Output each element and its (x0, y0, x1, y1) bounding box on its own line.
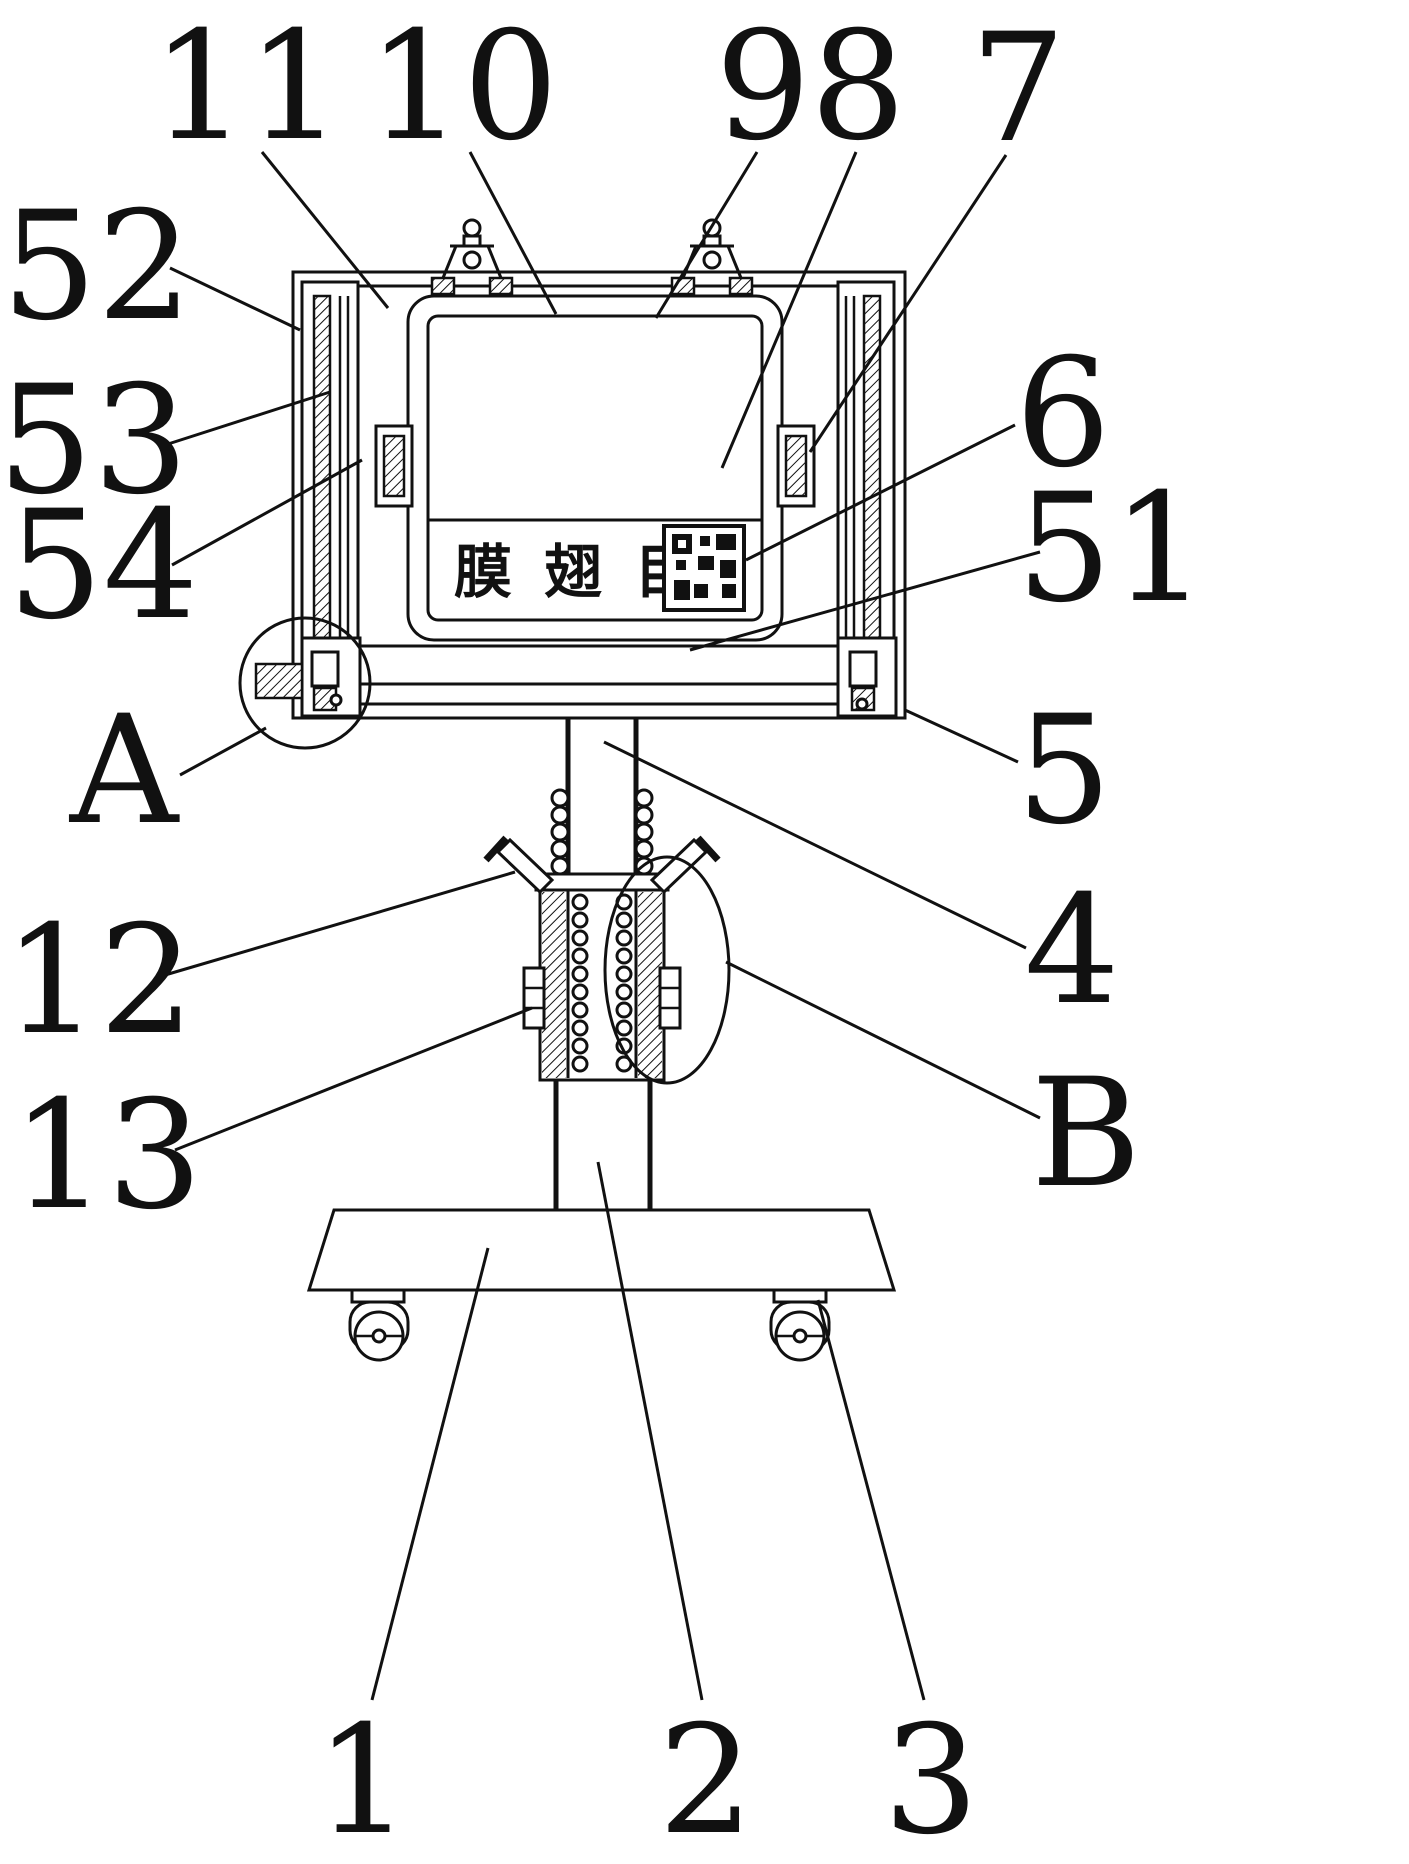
label-8: 8 (810, 0, 905, 174)
spring-coil (573, 949, 587, 963)
label-A: A (69, 684, 180, 858)
screen-panel: 膜 翅 目 (408, 296, 782, 640)
corner-right-slider (850, 652, 876, 686)
caster-right-hub (794, 1330, 806, 1342)
spring-coil (573, 1003, 587, 1017)
label-13: 13 (12, 1069, 203, 1243)
leader-line-5 (905, 710, 1018, 762)
label-4: 4 (1024, 864, 1119, 1038)
leader-line-3 (818, 1300, 924, 1700)
label-10: 10 (368, 0, 559, 174)
qr-module (700, 536, 710, 546)
qr-module (694, 584, 708, 598)
clamp-assembly (486, 838, 718, 1080)
clamp-wall-left (542, 892, 566, 1078)
label-5: 5 (1016, 684, 1111, 858)
upper-spring (552, 790, 652, 874)
spring-coil (552, 858, 568, 874)
spring-coil (552, 841, 568, 857)
spring-coil (636, 841, 652, 857)
qr-module (716, 534, 736, 550)
caster-left-hub (373, 1330, 385, 1342)
spring-coil (617, 931, 631, 945)
clamp-top-flange (536, 874, 668, 890)
clamp-handle-right (652, 840, 706, 892)
label-51: 51 (1017, 462, 1208, 636)
spring-coil (617, 949, 631, 963)
label-B: B (1031, 1047, 1141, 1221)
spring-coil (573, 1039, 587, 1053)
clamp-handle-left (498, 840, 552, 892)
corner-left-slider (312, 652, 338, 686)
label-12: 12 (4, 894, 195, 1068)
label-3: 3 (883, 1694, 978, 1864)
label-2: 2 (658, 1694, 753, 1864)
clamp-wall-right (638, 892, 662, 1078)
right-bracket-hatch (786, 436, 806, 496)
upper-support-pole (568, 718, 636, 874)
label-1: 1 (315, 1694, 410, 1864)
spring-coil (573, 1057, 587, 1071)
leader-line-B (726, 962, 1040, 1118)
qr-module (676, 560, 686, 570)
hook-bolt (704, 252, 720, 268)
spring-coil (636, 790, 652, 806)
leader-line-13 (175, 1008, 532, 1150)
leader-line-4 (604, 742, 1026, 948)
spring-coil (636, 824, 652, 840)
hook-foot (432, 278, 454, 294)
corner-right-pin (857, 699, 867, 709)
spring-coil (617, 967, 631, 981)
hook-bolt (464, 252, 480, 268)
label-54: 54 (8, 479, 199, 653)
qr-module (674, 580, 690, 600)
caster-right (771, 1290, 829, 1360)
qr-module (720, 560, 736, 578)
corner-left-hatched-lug (256, 664, 302, 698)
clamp-tab-left (524, 968, 544, 1028)
spring-coil (617, 913, 631, 927)
corner-left-pin (331, 695, 341, 705)
spring-coil (552, 807, 568, 823)
left-bracket-hatch (384, 436, 404, 496)
hook-foot (730, 278, 752, 294)
spring-coil (573, 967, 587, 981)
qr-module (678, 540, 686, 548)
spring-coil (636, 807, 652, 823)
spring-coil (573, 985, 587, 999)
label-9: 9 (715, 0, 810, 174)
qr-module (698, 556, 714, 570)
bottom-left-corner-assembly (256, 638, 360, 716)
hook-foot (490, 278, 512, 294)
spring-coil (552, 824, 568, 840)
screen-left-bracket (376, 426, 412, 506)
base-plate (309, 1210, 894, 1290)
leader-line-12 (165, 872, 515, 975)
caster-left-plate (352, 1290, 404, 1302)
clamp-tab-right (660, 968, 680, 1028)
spring-coil (573, 895, 587, 909)
label-11: 11 (152, 0, 343, 174)
spring-coil (573, 913, 587, 927)
label-7: 7 (970, 2, 1065, 176)
spring-coil (617, 1003, 631, 1017)
caster-left (350, 1290, 408, 1360)
hook-knob (464, 220, 480, 236)
screen-caption-text: 膜 翅 目 (454, 538, 698, 606)
qr-module (722, 584, 736, 598)
spring-coil (617, 985, 631, 999)
spring-coil (573, 1021, 587, 1035)
spring-coil (552, 790, 568, 806)
leader-line-A (180, 728, 266, 775)
label-52: 52 (2, 180, 193, 354)
screen-right-bracket (778, 426, 814, 506)
bottom-right-corner-assembly (838, 638, 896, 716)
spring-coil (573, 931, 587, 945)
qr-code (664, 526, 744, 610)
spring-coil (617, 1021, 631, 1035)
